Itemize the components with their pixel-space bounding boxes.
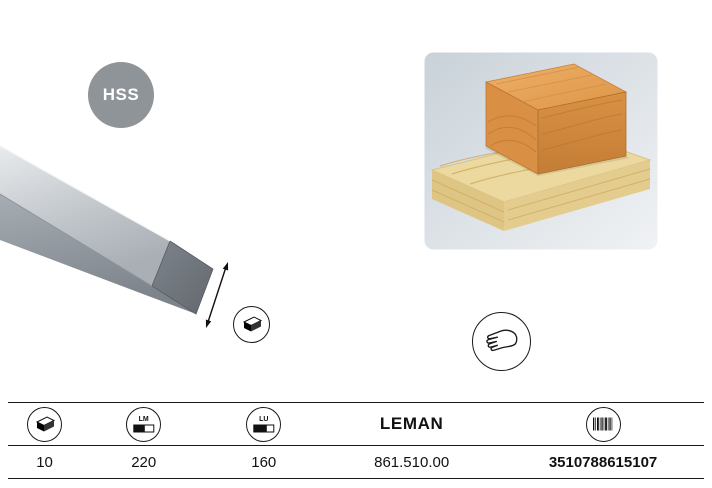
lm-shape-icon (133, 424, 155, 432)
table-data-row: 10 220 160 861.510.00 3510788615107 (8, 446, 704, 479)
value-thickness: 10 (36, 453, 53, 471)
hand-icon (485, 329, 517, 351)
lu-label: LU (259, 415, 269, 423)
header-thickness (8, 406, 81, 442)
lm-length-icon: LM (126, 406, 162, 442)
barcode-glyph-icon (593, 417, 613, 431)
value-reference: 861.510.00 (374, 453, 450, 471)
lu-shape-icon (253, 424, 275, 432)
hand-planed-wood-icon (472, 312, 531, 371)
header-barcode (502, 406, 704, 442)
board-thickness-icon (27, 406, 63, 442)
value-lm: 220 (131, 453, 157, 471)
steel-bar-shape (0, 145, 214, 315)
header-lm: LM (81, 406, 206, 442)
orange-beam (484, 63, 628, 175)
header-brand: LEMAN (321, 414, 502, 434)
hss-badge-label: HSS (102, 85, 140, 104)
wood-blocks-photo (424, 52, 658, 250)
table-header-row: LM LU LEMAN (8, 402, 704, 446)
wood-blocks-image (424, 52, 658, 250)
barcode-icon (585, 406, 621, 442)
brand-logo: LEMAN (379, 414, 444, 433)
thickness-slab-icon (35, 415, 55, 431)
steel-bar-photo (0, 145, 229, 328)
board-thickness-icon (233, 306, 270, 343)
dimension-arrow (205, 262, 229, 328)
value-lu: 160 (251, 453, 277, 471)
spec-table: LM LU LEMAN (8, 402, 704, 479)
lm-label: LM (138, 415, 149, 423)
value-ean: 3510788615107 (548, 453, 658, 471)
header-lu: LU (206, 406, 321, 442)
lu-length-icon: LU (246, 406, 282, 442)
hss-badge: HSS (88, 62, 154, 128)
thickness-slab-icon (242, 316, 262, 332)
